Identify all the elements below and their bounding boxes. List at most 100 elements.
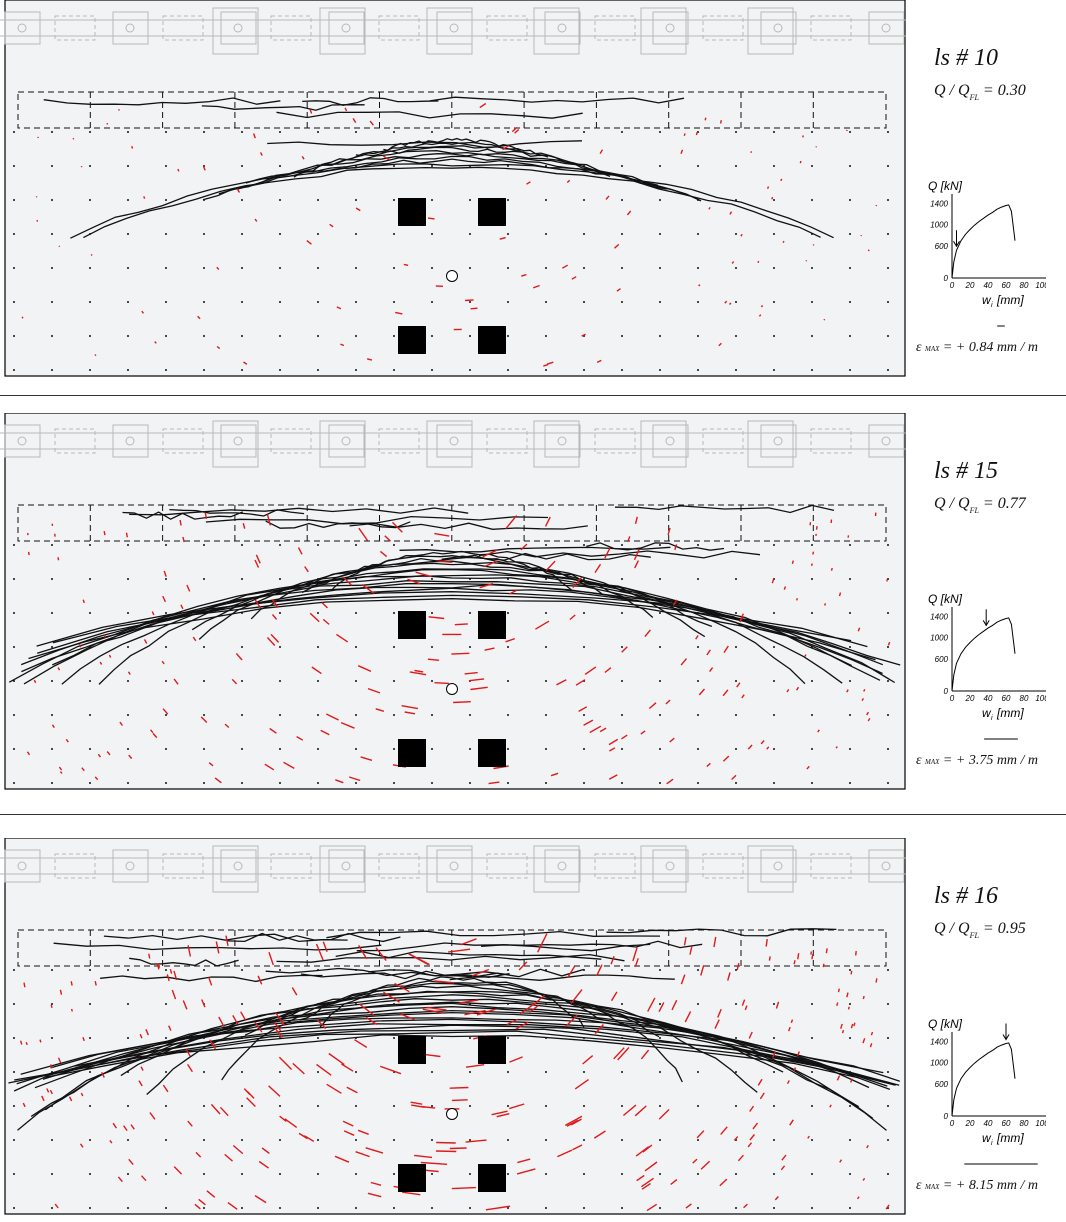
strain-mark bbox=[451, 1186, 476, 1190]
grid-dot bbox=[241, 714, 243, 716]
strain-mark bbox=[214, 777, 222, 784]
strain-mark bbox=[437, 560, 453, 563]
grid-dot bbox=[887, 267, 889, 269]
loading-fixture bbox=[0, 420, 906, 468]
stage-arrow-head bbox=[953, 241, 960, 248]
grid-dot bbox=[507, 612, 509, 614]
x-tick-label: 80 bbox=[1020, 281, 1029, 290]
strain-mark bbox=[616, 288, 621, 292]
strain-mark bbox=[163, 570, 167, 577]
strain-mark bbox=[216, 345, 221, 350]
strain-mark bbox=[215, 941, 220, 954]
bearing-plate bbox=[398, 198, 426, 226]
grid-dot bbox=[393, 199, 395, 201]
grid-dot bbox=[51, 578, 53, 580]
strain-mark bbox=[186, 584, 191, 592]
strain-mark bbox=[36, 219, 39, 222]
grid-dot bbox=[241, 1105, 243, 1107]
grid-dot bbox=[469, 233, 471, 235]
strain-mark bbox=[867, 717, 871, 722]
grid-dot bbox=[621, 578, 623, 580]
x-tick-label: 20 bbox=[965, 281, 975, 290]
grid-dot bbox=[507, 335, 509, 337]
grid-dot bbox=[621, 301, 623, 303]
crack-pattern bbox=[8, 928, 901, 1131]
x-tick-label: 80 bbox=[1020, 1119, 1029, 1128]
grid-dot bbox=[165, 165, 167, 167]
grid-dot bbox=[241, 1207, 243, 1209]
grid-dot bbox=[849, 1173, 851, 1175]
strain-mark bbox=[201, 999, 206, 1008]
fixture-frame bbox=[426, 420, 473, 468]
strain-mark bbox=[605, 195, 610, 200]
fixture-block bbox=[810, 428, 852, 454]
fixture-block bbox=[594, 15, 636, 41]
strain-mark bbox=[254, 559, 260, 568]
grid-dot bbox=[507, 680, 509, 682]
grid-dot bbox=[203, 748, 205, 750]
grid-dot bbox=[735, 748, 737, 750]
fixture-frame bbox=[319, 420, 366, 468]
y-tick-label: 1000 bbox=[930, 1059, 948, 1068]
strain-mark bbox=[760, 304, 764, 308]
strain-mark bbox=[340, 343, 345, 347]
fixture-block bbox=[270, 15, 312, 41]
strain-mark bbox=[511, 126, 518, 133]
strain-mark bbox=[741, 999, 746, 1006]
strain-mark bbox=[870, 1031, 874, 1036]
chart-xlabel-unit: [mm] bbox=[996, 1131, 1024, 1145]
crack-line bbox=[205, 515, 549, 525]
strain-mark bbox=[853, 1022, 856, 1027]
grid-dot bbox=[735, 131, 737, 133]
grid-dot bbox=[621, 1173, 623, 1175]
strain-mark bbox=[428, 616, 445, 620]
bearing-plate bbox=[398, 326, 426, 354]
grid-dot bbox=[241, 748, 243, 750]
grid-dot bbox=[849, 714, 851, 716]
grid-dot bbox=[773, 1071, 775, 1073]
strain-mark bbox=[334, 1155, 350, 1163]
grid-dot bbox=[13, 1105, 15, 1107]
strain-mark bbox=[747, 744, 753, 750]
fixture-frame bbox=[640, 7, 687, 55]
strain-mark bbox=[434, 682, 450, 685]
load-deflection-chart: Q [kN]140010006000020406080100wi[mm] bbox=[928, 592, 1046, 740]
strain-mark bbox=[698, 284, 701, 287]
strain-mark bbox=[344, 107, 348, 112]
grid-dot bbox=[279, 1207, 281, 1209]
strain-mark bbox=[407, 578, 421, 585]
grid-dot bbox=[621, 165, 623, 167]
grid-dot bbox=[89, 199, 91, 201]
strain-mark bbox=[138, 1080, 143, 1087]
grid-dot bbox=[51, 199, 53, 201]
strain-mark bbox=[695, 131, 698, 136]
strain-mark bbox=[684, 1011, 692, 1023]
grid-dot bbox=[279, 544, 281, 546]
grid-dot bbox=[773, 1037, 775, 1039]
grid-dot bbox=[165, 369, 167, 371]
grid-dot bbox=[13, 199, 15, 201]
strain-mark bbox=[669, 737, 675, 743]
grid-dot bbox=[13, 165, 15, 167]
fixture-plate bbox=[760, 11, 797, 45]
grid-dot bbox=[431, 969, 433, 971]
grid-dot bbox=[279, 335, 281, 337]
strain-mark bbox=[680, 974, 686, 985]
grid-dot bbox=[773, 1003, 775, 1005]
strain-mark bbox=[515, 1021, 529, 1030]
grid-dot bbox=[431, 680, 433, 682]
strain-mark bbox=[484, 560, 498, 568]
grid-dot bbox=[811, 335, 813, 337]
grid-dot bbox=[545, 131, 547, 133]
grid-dot bbox=[165, 612, 167, 614]
strain-mark bbox=[261, 1147, 270, 1154]
fixture-frame bbox=[426, 845, 473, 893]
grid-dot bbox=[127, 301, 129, 303]
load-deflection-curve bbox=[951, 617, 1016, 692]
fixture-bolt bbox=[773, 436, 783, 446]
strain-mark bbox=[128, 754, 133, 759]
strain-mark bbox=[297, 547, 303, 555]
grid-dot bbox=[545, 1071, 547, 1073]
grid-dot bbox=[241, 782, 243, 784]
grid-dot bbox=[887, 544, 889, 546]
